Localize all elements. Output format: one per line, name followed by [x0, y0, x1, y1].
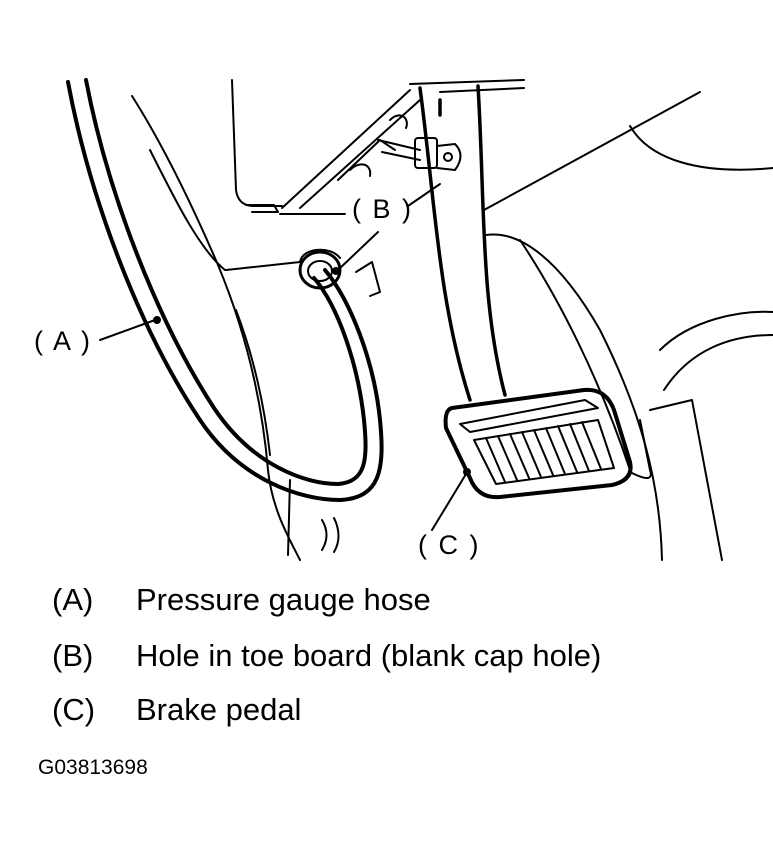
leader-line-c	[431, 473, 467, 531]
brake-pedal-pad	[443, 387, 633, 500]
dashboard-structure	[231, 79, 525, 215]
brake-pedal-illustration	[66, 78, 773, 561]
pedal-pushrod	[377, 137, 462, 171]
legend-code: (A)	[52, 582, 94, 617]
leader-dot-c	[463, 468, 471, 476]
toe-board-panel	[131, 95, 340, 561]
leader-line-b2	[407, 183, 441, 207]
callout-label-a: ( A )	[34, 326, 93, 356]
tunnel-structure	[483, 91, 773, 561]
legend-description: Brake pedal	[136, 692, 302, 727]
leader-lines	[99, 183, 471, 531]
brake-pedal-arm	[418, 84, 507, 402]
figure-id: G03813698	[38, 756, 148, 779]
legend-code: (C)	[52, 692, 96, 727]
leader-dot-b	[332, 267, 340, 275]
leader-line-a	[99, 319, 156, 341]
callout-label-c: ( C )	[418, 530, 481, 560]
leader-line-b	[337, 231, 379, 271]
pressure-gauge-hose	[66, 78, 384, 502]
legend-description: Pressure gauge hose	[136, 582, 431, 617]
legend-description: Hole in toe board (blank cap hole)	[136, 638, 602, 673]
toe-board-hole	[298, 248, 381, 297]
legend-code: (B)	[52, 638, 94, 673]
callout-label-b: ( B )	[352, 194, 413, 224]
leader-dot-a	[153, 316, 161, 324]
